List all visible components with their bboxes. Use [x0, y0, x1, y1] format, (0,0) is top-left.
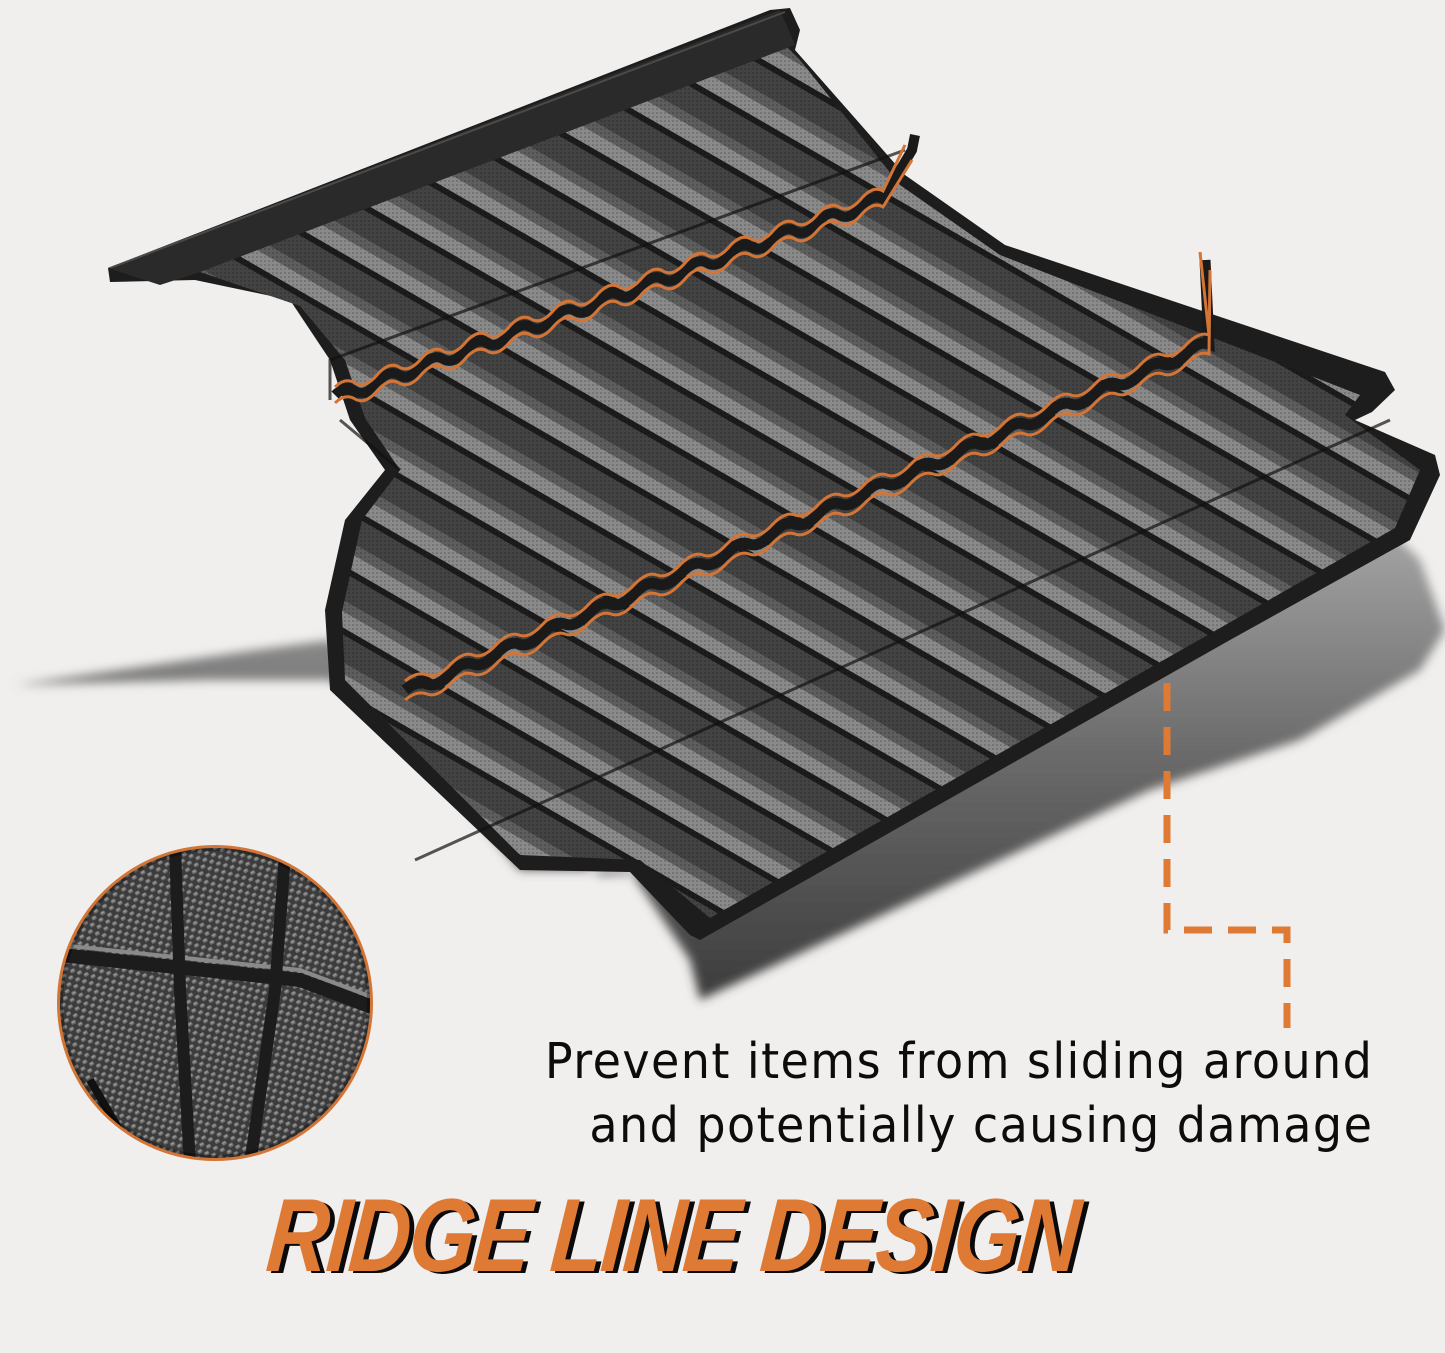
caption-line-1: Prevent items from sliding around: [544, 1033, 1373, 1090]
ridge-line-upper: [331, 134, 920, 405]
feature-caption: Prevent items from sliding around and po…: [545, 1030, 1373, 1158]
truck-bed-mat-image: [108, 8, 1440, 940]
caption-line-2: and potentially causing damage: [589, 1097, 1373, 1154]
feature-headline: RIDGE LINE DESIGN: [262, 1178, 1084, 1294]
dashed-leader-line-icon: [1163, 683, 1291, 1028]
ridge-line-lower: [401, 251, 1215, 702]
texture-closeup-icon: [57, 845, 373, 1161]
